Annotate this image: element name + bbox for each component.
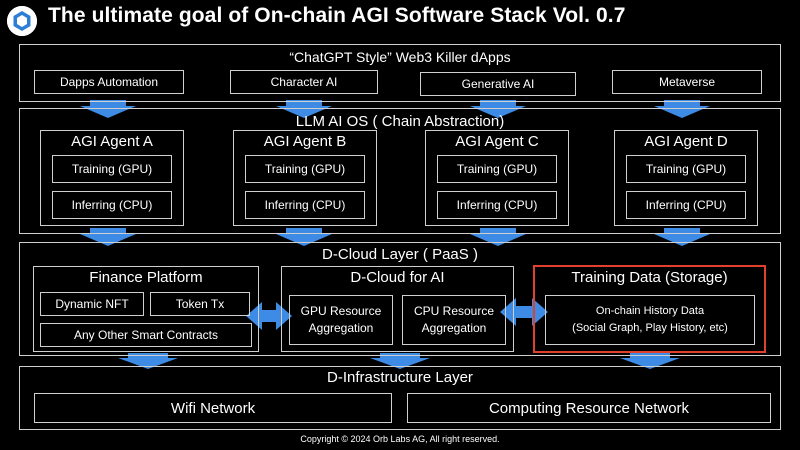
dcloud-layer: D-Cloud Layer ( PaaS )	[19, 242, 781, 356]
down-arrow-icon	[80, 100, 136, 118]
dapp-item-character-ai: Character AI	[230, 70, 378, 94]
down-arrow-icon	[654, 228, 710, 246]
onchain-history-line2: (Social Graph, Play History, etc)	[572, 322, 728, 334]
hexagon-logo-icon	[7, 6, 37, 36]
down-arrow-icon	[470, 228, 526, 246]
agent-inferring: Inferring (CPU)	[52, 191, 172, 219]
down-arrow-icon	[276, 228, 332, 246]
agent-training: Training (GPU)	[52, 155, 172, 183]
dapps-layer-title: “ChatGPT Style” Web3 Killer dApps	[289, 49, 511, 65]
agent-training: Training (GPU)	[626, 155, 746, 183]
page-title: The ultimate goal of On-chain AGI Softwa…	[48, 4, 626, 27]
gpu-aggregation-line1: GPU Resource	[300, 304, 382, 318]
agent-training: Training (GPU)	[245, 155, 365, 183]
down-arrow-icon	[118, 353, 178, 369]
token-tx-box: Token Tx	[150, 292, 250, 316]
onchain-history-line1: On-chain History Data	[595, 305, 705, 317]
double-arrow-icon	[500, 298, 548, 326]
gpu-aggregation-box: GPU Resource Aggregation	[289, 295, 393, 345]
agent-name: AGI Agent A	[71, 133, 153, 150]
training-data-title: Training Data (Storage)	[571, 269, 728, 286]
agent-name: AGI Agent B	[263, 133, 347, 150]
down-arrow-icon	[654, 100, 710, 118]
finance-platform-panel: Finance Platform	[33, 266, 259, 352]
onchain-history-box: On-chain History Data (Social Graph, Pla…	[545, 295, 755, 345]
dynamic-nft-box: Dynamic NFT	[40, 292, 144, 316]
agent-card-a: AGI Agent A	[40, 130, 184, 226]
computing-resource-network-box: Computing Resource Network	[407, 393, 771, 423]
cpu-aggregation-line1: CPU Resource	[413, 304, 495, 318]
agent-card-b: AGI Agent B	[233, 130, 377, 226]
double-arrow-icon	[246, 302, 292, 330]
agent-card-c: AGI Agent C	[425, 130, 569, 226]
finance-platform-title: Finance Platform	[89, 269, 203, 286]
llm-os-layer: LLM AI OS ( Chain Abstraction)	[19, 108, 781, 234]
dcloud-layer-title: D-Cloud Layer ( PaaS )	[322, 246, 478, 263]
infra-layer: D-Infrastructure Layer	[19, 366, 781, 430]
agent-name: AGI Agent C	[455, 133, 539, 150]
agent-inferring: Inferring (CPU)	[626, 191, 746, 219]
down-arrow-icon	[370, 353, 430, 369]
down-arrow-icon	[620, 353, 680, 369]
gpu-aggregation-line2: Aggregation	[308, 321, 374, 335]
down-arrow-icon	[276, 100, 332, 118]
agent-card-d: AGI Agent D	[614, 130, 758, 226]
cpu-aggregation-line2: Aggregation	[421, 321, 487, 335]
dapp-item-automation: Dapps Automation	[34, 70, 184, 94]
agent-inferring: Inferring (CPU)	[437, 191, 557, 219]
copyright-footer: Copyright © 2024 Orb Labs AG, All right …	[300, 434, 500, 444]
dcloud-ai-panel: D-Cloud for AI	[281, 266, 514, 352]
agent-name: AGI Agent D	[644, 133, 728, 150]
down-arrow-icon	[470, 100, 526, 118]
cpu-aggregation-box: CPU Resource Aggregation	[402, 295, 506, 345]
wifi-network-box: Wifi Network	[34, 393, 392, 423]
training-data-panel: Training Data (Storage)	[533, 265, 766, 353]
dapps-layer: “ChatGPT Style” Web3 Killer dApps	[19, 44, 781, 102]
agent-training: Training (GPU)	[437, 155, 557, 183]
dcloud-ai-title: D-Cloud for AI	[350, 269, 445, 286]
smart-contracts-box: Any Other Smart Contracts	[40, 323, 252, 347]
llm-layer-title: LLM AI OS ( Chain Abstraction)	[295, 113, 505, 130]
agent-inferring: Inferring (CPU)	[245, 191, 365, 219]
down-arrow-icon	[80, 228, 136, 246]
infra-layer-title: D-Infrastructure Layer	[327, 369, 473, 386]
dapp-item-generative-ai: Generative AI	[420, 72, 576, 96]
dapp-item-metaverse: Metaverse	[612, 70, 762, 94]
